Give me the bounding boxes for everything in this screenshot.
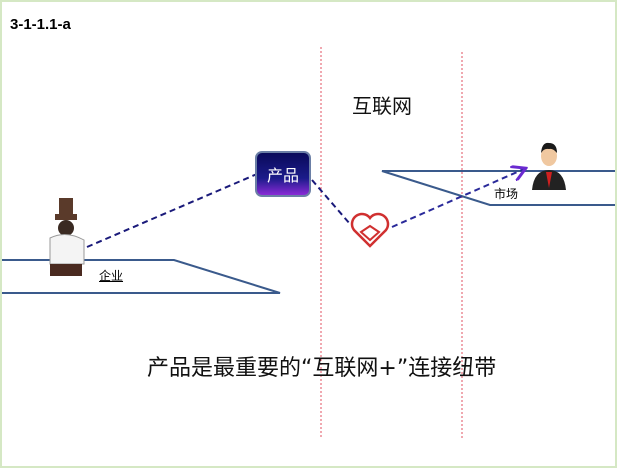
link-handshake-market (391, 169, 524, 228)
handshake-heart-icon (350, 212, 390, 248)
enterprise-label: 企业 (99, 269, 124, 283)
customer-person-icon (532, 142, 566, 190)
slide-id: 3-1-1.1-a (10, 16, 71, 33)
market-label: 市场 (494, 187, 519, 201)
link-enterprise-product (86, 173, 258, 248)
enterprise-platform (2, 259, 281, 294)
link-product-handshake (311, 179, 351, 225)
caption: 产品是最重要的“互联网+”连接纽带 (147, 356, 497, 381)
internet-label: 互联网 (352, 94, 412, 118)
product-box: 产品 (255, 151, 311, 197)
businessman-top-hat-icon (49, 198, 85, 276)
market-platform (381, 170, 615, 206)
